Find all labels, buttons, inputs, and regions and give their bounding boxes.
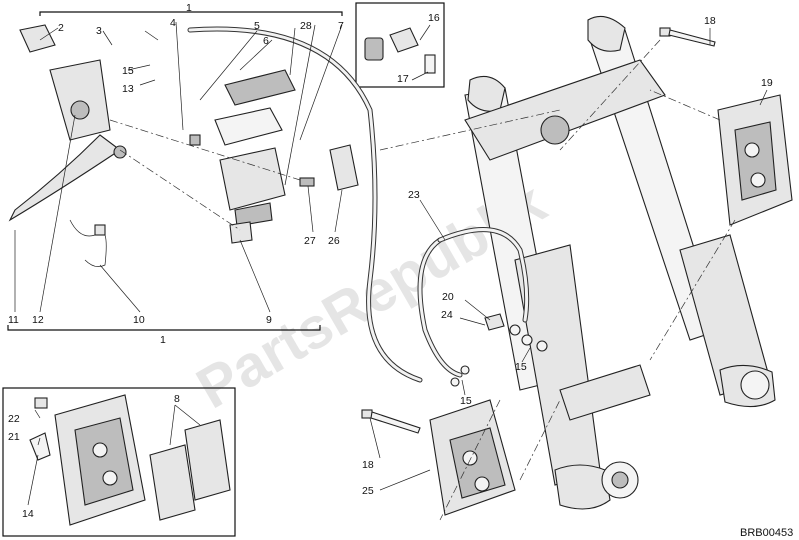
callout-15-a: 15: [122, 65, 134, 77]
callout-25: 25: [362, 485, 374, 497]
reservoir-bracket: [299, 144, 359, 191]
inset-box-clip: [355, 2, 445, 88]
callout-22: 22: [8, 413, 20, 425]
callout-1-bottom: 1: [160, 334, 166, 346]
callout-4: 4: [170, 17, 176, 29]
front-fork-illustration: [464, 15, 776, 510]
callout-27: 27: [304, 235, 316, 247]
brake-light-switch: [69, 219, 107, 267]
inset-clip-parts: [364, 27, 436, 74]
callout-15-b: 15: [515, 361, 527, 373]
callout-9: 9: [266, 314, 272, 326]
callout-26: 26: [328, 235, 340, 247]
left-brake-caliper: [429, 399, 516, 516]
callout-18-a: 18: [704, 15, 716, 27]
callout-8: 8: [174, 393, 180, 405]
callout-21: 21: [8, 431, 20, 443]
callout-20: 20: [442, 291, 454, 303]
caliper-bolt-bottom: [361, 409, 421, 434]
callout-7: 7: [338, 20, 344, 32]
callout-19: 19: [761, 77, 773, 89]
callout-24: 24: [441, 309, 453, 321]
fluid-reservoir: [189, 69, 296, 244]
callout-16: 16: [428, 12, 440, 24]
spare-caliper: [29, 394, 146, 526]
master-cylinder: [8, 24, 127, 222]
brake-hose-master: [187, 26, 423, 383]
inset-box-spare-caliper: [2, 387, 236, 537]
group-1-top-bracket: [39, 11, 343, 16]
callout-6: 6: [263, 35, 269, 47]
callout-11: 11: [8, 314, 19, 326]
drawing-code: BRB00453: [740, 527, 793, 539]
callout-14: 14: [22, 508, 34, 520]
callout-28: 28: [300, 20, 312, 32]
brake-pads: [149, 419, 231, 521]
group-1-bottom-bracket: [7, 325, 321, 331]
callout-1-top: 1: [186, 2, 192, 14]
callout-17: 17: [397, 73, 409, 85]
callout-10: 10: [133, 314, 145, 326]
callout-23: 23: [408, 189, 420, 201]
callout-15-c: 15: [460, 395, 472, 407]
callout-18-b: 18: [362, 459, 374, 471]
leader-lines: [14, 21, 768, 506]
right-brake-caliper: [717, 94, 793, 226]
callout-12: 12: [32, 314, 44, 326]
dash-dot-lines: [109, 39, 736, 521]
callout-2: 2: [58, 22, 64, 34]
banjo-fittings: [450, 313, 548, 387]
callout-5: 5: [254, 20, 260, 32]
callout-labels: 1 2 3 4 5 28 7 6 15 13 16 17 18 19 23 27…: [8, 2, 773, 520]
brake-hose-front: [417, 227, 530, 378]
callout-3: 3: [96, 25, 102, 37]
caliper-bolt-top: [659, 27, 716, 47]
callout-13: 13: [122, 83, 134, 95]
